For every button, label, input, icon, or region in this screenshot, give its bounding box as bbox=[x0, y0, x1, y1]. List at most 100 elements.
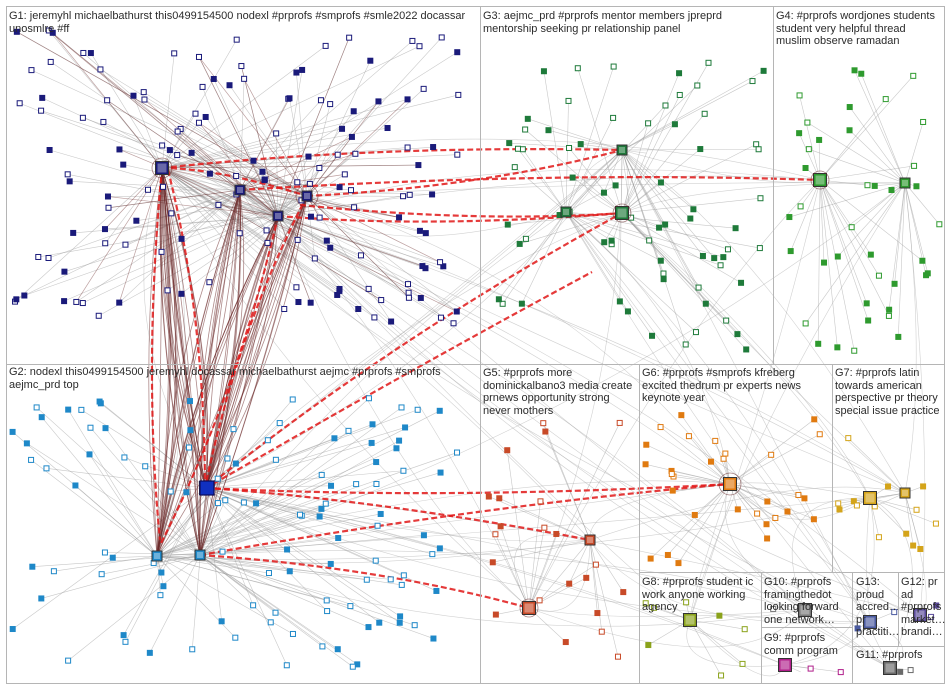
edge-red bbox=[299, 203, 623, 218]
network-node bbox=[294, 179, 301, 186]
network-node bbox=[189, 646, 196, 653]
network-node bbox=[61, 298, 68, 305]
network-node bbox=[240, 499, 247, 506]
edge-dark bbox=[243, 78, 308, 197]
network-node bbox=[720, 254, 727, 261]
hub-node bbox=[272, 210, 284, 222]
network-node bbox=[13, 296, 20, 303]
edge-gray bbox=[239, 78, 245, 191]
network-node bbox=[283, 662, 290, 669]
network-node bbox=[454, 449, 461, 456]
network-node bbox=[834, 253, 841, 260]
network-node bbox=[97, 66, 104, 73]
edge-gray bbox=[577, 68, 623, 214]
network-node bbox=[504, 447, 511, 454]
edge-gray bbox=[621, 80, 753, 151]
edge-gray bbox=[904, 182, 940, 225]
network-node bbox=[404, 96, 411, 103]
edge-gray-curve bbox=[239, 189, 891, 669]
network-node bbox=[374, 522, 381, 529]
edge-gray bbox=[888, 182, 906, 310]
network-node bbox=[336, 287, 343, 294]
network-node bbox=[224, 455, 231, 462]
network-node bbox=[616, 419, 623, 426]
edge-gray bbox=[528, 527, 545, 609]
edge-gray-curve bbox=[621, 212, 906, 494]
network-node bbox=[305, 153, 312, 160]
network-node bbox=[96, 398, 103, 405]
edge-gray bbox=[199, 502, 245, 556]
edge-gray bbox=[817, 179, 821, 344]
network-node bbox=[763, 521, 770, 528]
edge-gray bbox=[98, 215, 279, 317]
edge-gray-curve bbox=[621, 149, 821, 183]
hub-node-highlight bbox=[304, 193, 310, 199]
edge-gray bbox=[133, 95, 163, 169]
edge-gray bbox=[819, 179, 855, 351]
edge-gray-curve bbox=[277, 215, 891, 669]
edge-gray bbox=[31, 69, 308, 197]
edge-gray bbox=[545, 431, 591, 541]
edge-dark bbox=[161, 167, 382, 301]
edge-dark bbox=[306, 195, 410, 299]
network-node bbox=[651, 604, 658, 611]
network-node bbox=[116, 146, 123, 153]
network-node bbox=[284, 546, 291, 553]
network-node bbox=[455, 91, 462, 98]
edge-gray bbox=[100, 69, 308, 197]
hub-node-highlight bbox=[685, 615, 695, 625]
group-label-g6: G6: #prprofs #smprofs kfreberg excited t… bbox=[642, 367, 801, 404]
edge-gray bbox=[621, 149, 664, 280]
edge-gray bbox=[621, 149, 666, 225]
edge-gray bbox=[799, 95, 821, 181]
edge-gray bbox=[239, 189, 310, 200]
network-node bbox=[307, 213, 314, 220]
edge-gray bbox=[199, 483, 377, 556]
network-node bbox=[267, 619, 274, 626]
network-node bbox=[810, 516, 817, 523]
network-node bbox=[760, 67, 767, 74]
network-node bbox=[885, 483, 892, 490]
network-node bbox=[261, 176, 268, 183]
network-node bbox=[662, 221, 669, 228]
network-node bbox=[65, 406, 72, 413]
network-node bbox=[701, 110, 708, 117]
edge-gray bbox=[199, 554, 271, 623]
edge-gray-curve bbox=[689, 179, 821, 621]
group-label-g12: G12: pr ad #prprofs market… brandi… bbox=[901, 576, 945, 638]
edge-gray bbox=[621, 148, 759, 151]
hub-node-highlight bbox=[865, 617, 875, 627]
network-node bbox=[437, 259, 444, 266]
network-node bbox=[116, 299, 123, 306]
edge-dark bbox=[106, 99, 279, 217]
edge-gray-curve bbox=[161, 167, 530, 609]
hub-node-highlight bbox=[815, 175, 825, 185]
edge-gray-curve bbox=[589, 486, 906, 541]
network-node bbox=[393, 445, 400, 452]
edge-gray-curve bbox=[724, 483, 806, 611]
network-node bbox=[250, 602, 257, 609]
edge-dark bbox=[104, 167, 163, 230]
edge-dark bbox=[199, 215, 279, 556]
edge-dark bbox=[161, 167, 207, 489]
network-node bbox=[334, 151, 341, 158]
edge-gray bbox=[156, 474, 322, 557]
edge-gray bbox=[514, 166, 567, 213]
network-node bbox=[885, 312, 892, 319]
network-node bbox=[642, 461, 649, 468]
network-node bbox=[787, 248, 794, 255]
edge-gray bbox=[205, 487, 328, 612]
network-node bbox=[188, 149, 195, 156]
edge-dark bbox=[239, 98, 290, 191]
hub-node-highlight bbox=[725, 479, 735, 489]
group-box-g2 bbox=[6, 364, 481, 684]
network-node bbox=[837, 669, 844, 676]
edge-gray bbox=[241, 65, 279, 217]
edge-gray bbox=[789, 182, 906, 218]
hub-node bbox=[798, 603, 812, 617]
edge-dark bbox=[199, 195, 308, 556]
network-node bbox=[318, 471, 325, 478]
edge-gray bbox=[199, 554, 358, 665]
edge-dark bbox=[277, 215, 423, 267]
edge-gray bbox=[898, 182, 906, 337]
